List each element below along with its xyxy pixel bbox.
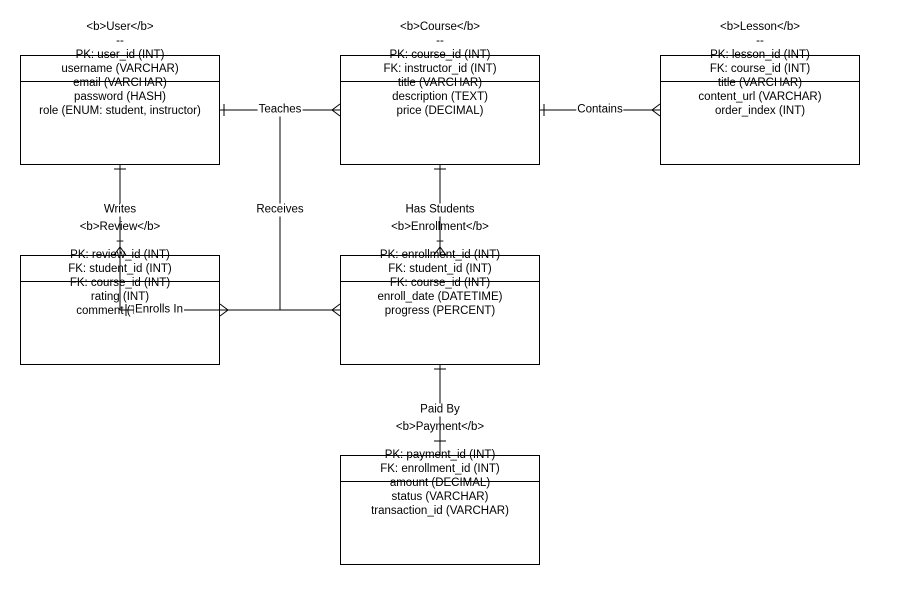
review-attributes: PK: review_id (INT) FK: student_id (INT)… [21, 248, 219, 318]
contains-label: Contains [576, 103, 624, 117]
course-attributes: PK: course_id (INT) FK: instructor_id (I… [341, 48, 539, 118]
enrollment-attr-course-id: FK: course_id (INT) [389, 277, 491, 289]
writes-label: Writes [102, 203, 138, 217]
teaches-label: Teaches [257, 103, 303, 117]
lesson-entity-title: <b>Lesson</b> [720, 21, 800, 33]
user-attributes: PK: user_id (INT) username (VARCHAR) ema… [21, 48, 219, 118]
user-attr-email: email (VARCHAR) [73, 77, 167, 89]
user-attr-role: role (ENUM: student, instructor) [39, 105, 201, 117]
user-attr-user-id: PK: user_id (INT) [75, 49, 165, 61]
lesson-attr-course-id: FK: course_id (INT) [709, 63, 811, 75]
enrollment-attr-enrollment-id: PK: enrollment_id (INT) [379, 249, 501, 261]
enrollment-attr-enroll-date: enroll_date (DATETIME) [377, 291, 503, 303]
lesson-entity-separator: -- [756, 35, 764, 47]
course-attr-course-id: PK: course_id (INT) [389, 49, 491, 61]
contains-many-marker [651, 103, 661, 117]
user-entity-separator: -- [116, 35, 124, 47]
has-students-many-marker [433, 246, 447, 256]
review-attr-rating: rating (INT) [90, 291, 150, 303]
lesson-attributes: PK: lesson_id (INT) FK: course_id (INT) … [661, 48, 859, 118]
writes-many-marker [113, 246, 127, 256]
enrollment-entity-separator: -- [436, 235, 444, 247]
course-entity[interactable]: PK: course_id (INT) FK: instructor_id (I… [340, 49, 540, 165]
enrollment-attr-student-id: FK: student_id (INT) [388, 263, 492, 275]
payment-attr-enrollment-id: FK: enrollment_id (INT) [380, 463, 500, 475]
user-attr-username: username (VARCHAR) [61, 63, 179, 75]
enrollment-entity[interactable]: PK: enrollment_id (INT) FK: student_id (… [340, 249, 540, 365]
lesson-attr-content-url: content_url (VARCHAR) [698, 91, 822, 103]
lesson-attr-title: title (VARCHAR) [717, 77, 803, 89]
course-attr-description: description (TEXT) [392, 91, 488, 103]
lesson-entity-divider [661, 81, 859, 82]
lesson-attr-lesson-id: PK: lesson_id (INT) [710, 49, 810, 61]
lesson-attr-order-index: order_index (INT) [714, 105, 806, 117]
receives-label: Receives [255, 203, 305, 217]
lesson-entity[interactable]: PK: lesson_id (INT) FK: course_id (INT) … [660, 49, 860, 165]
payment-attr-payment-id: PK: payment_id (INT) [384, 449, 496, 461]
user-entity[interactable]: PK: user_id (INT) username (VARCHAR) ema… [20, 49, 220, 165]
course-entity-separator: -- [436, 35, 444, 47]
user-attr-password: password (HASH) [73, 91, 167, 103]
enrolls-in-many-marker [331, 303, 341, 317]
course-attr-instructor-id: FK: instructor_id (INT) [383, 63, 497, 75]
review-entity[interactable]: PK: review_id (INT) FK: student_id (INT)… [20, 249, 220, 365]
payment-entity[interactable]: PK: payment_id (INT) FK: enrollment_id (… [340, 449, 540, 565]
payment-entity-separator: -- [436, 435, 444, 447]
payment-attr-amount: amount (DECIMAL) [389, 477, 491, 489]
has-students-label: Has Students [404, 203, 476, 217]
enrollment-entity-title: <b>Enrollment</b> [391, 221, 489, 233]
payment-attr-status: status (VARCHAR) [391, 491, 489, 503]
review-attr-course-id: FK: course_id (INT) [69, 277, 171, 289]
review-entity-separator: -- [116, 235, 124, 247]
course-attr-price: price (DECIMAL) [396, 105, 484, 117]
user-entity-divider [21, 81, 219, 82]
review-entity-title: <b>Review</b> [79, 221, 161, 233]
payment-entity-divider [341, 481, 539, 482]
review-attr-review-id: PK: review_id (INT) [70, 249, 170, 261]
course-entity-divider [341, 81, 539, 82]
enrollment-entity-divider [341, 281, 539, 282]
course-entity-title: <b>Course</b> [400, 21, 480, 33]
course-attr-title: title (VARCHAR) [397, 77, 483, 89]
payment-attr-transaction-id: transaction_id (VARCHAR) [371, 505, 509, 517]
review-attr-student-id: FK: student_id (INT) [68, 263, 172, 275]
review-attr-comment: comment (TEXT) [76, 305, 164, 317]
payment-entity-title: <b>Payment</b> [395, 421, 485, 433]
enrollment-attributes: PK: enrollment_id (INT) FK: student_id (… [341, 248, 539, 318]
payment-attributes: PK: payment_id (INT) FK: enrollment_id (… [341, 448, 539, 518]
enrolls-in-label: Enrolls In [134, 303, 184, 317]
review-entity-divider [21, 281, 219, 282]
paid-by-label: Paid By [419, 403, 461, 417]
user-entity-title: <b>User</b> [86, 21, 154, 33]
enrollment-attr-progress: progress (PERCENT) [384, 305, 496, 317]
